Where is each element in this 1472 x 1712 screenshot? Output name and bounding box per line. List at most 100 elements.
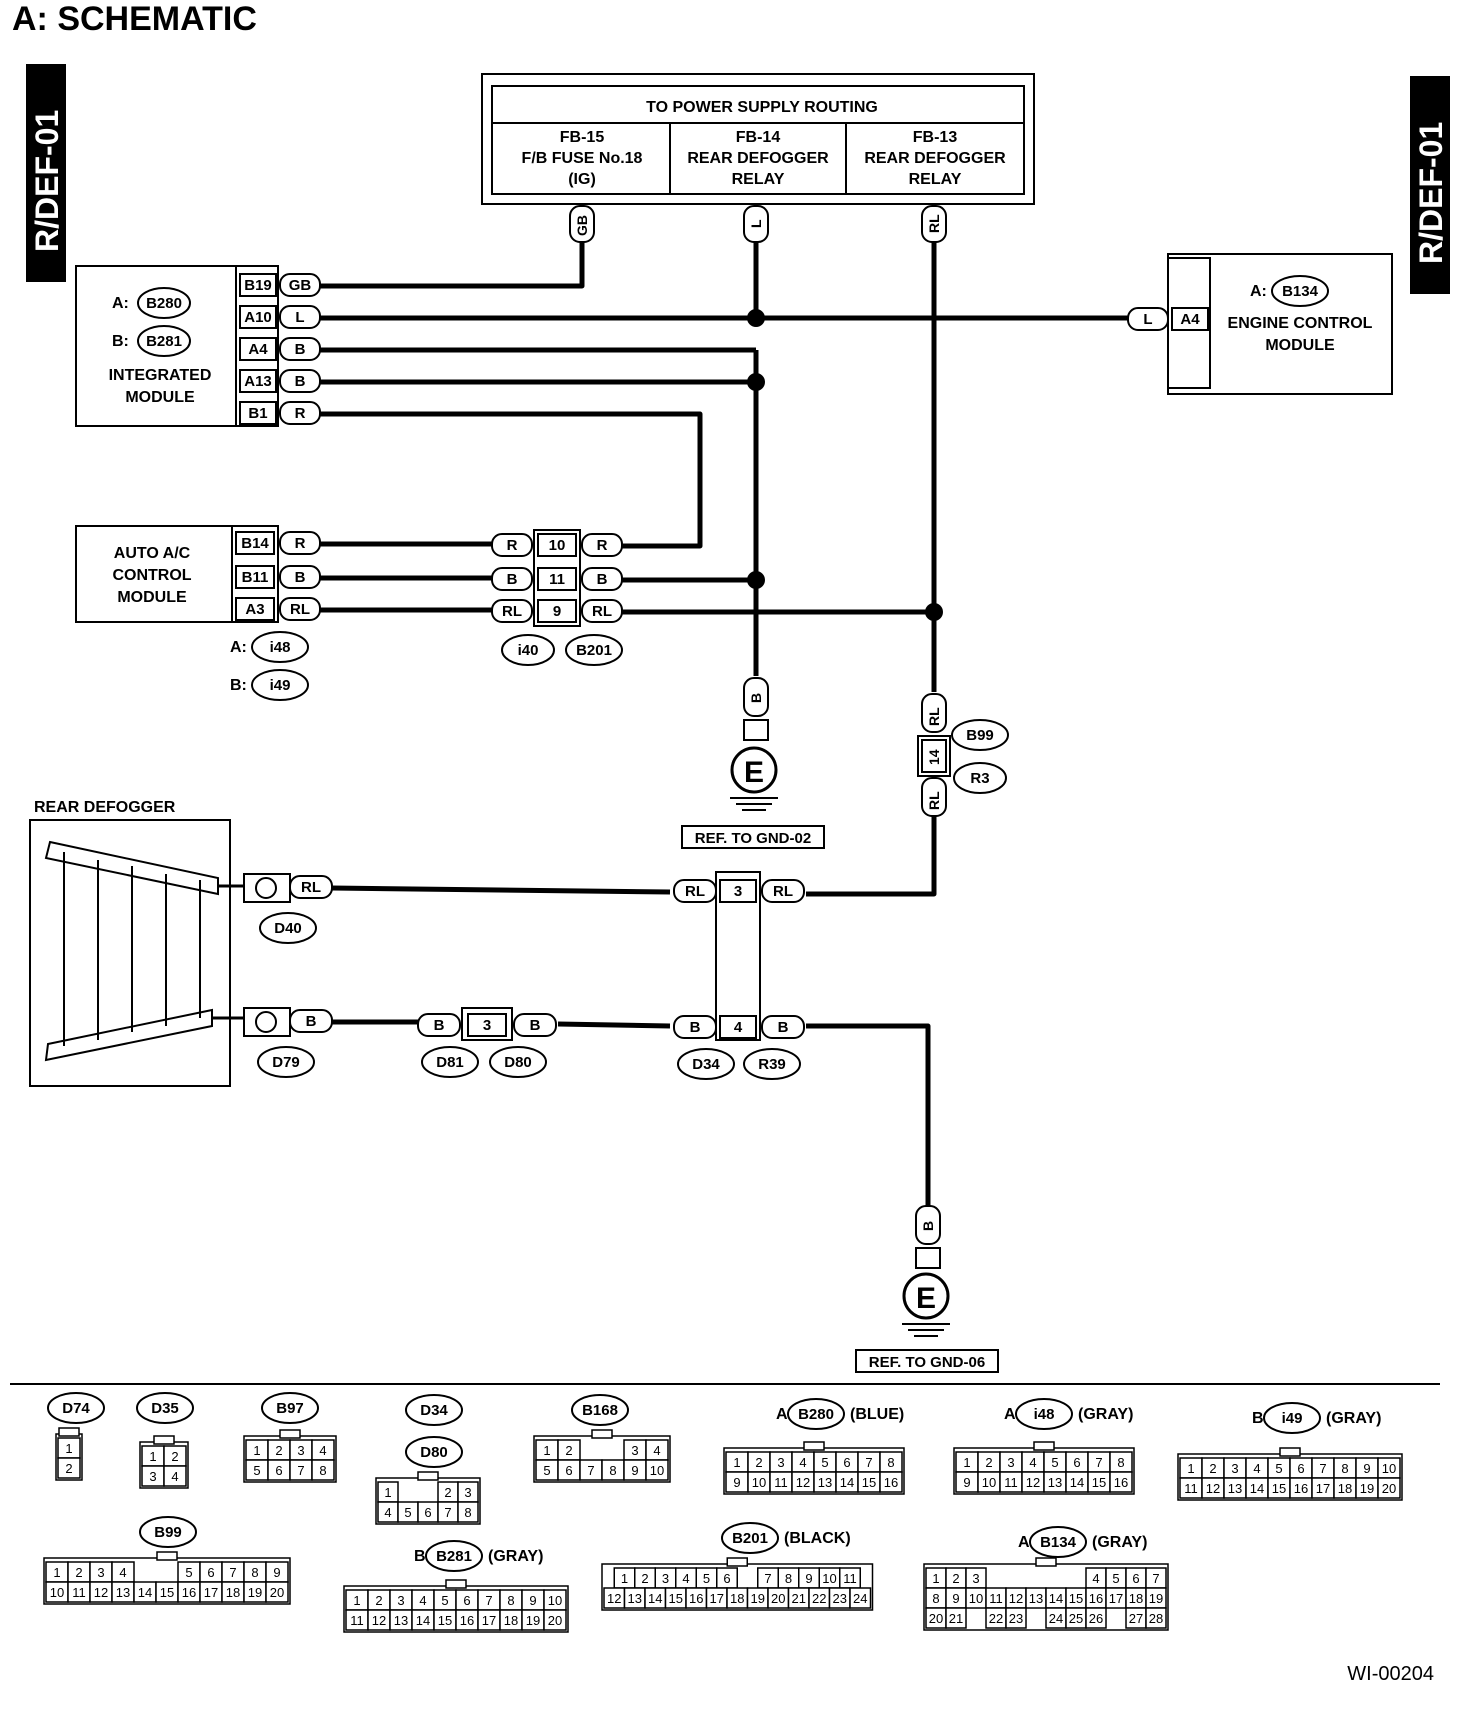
- im-name1: INTEGRATED: [109, 367, 212, 384]
- connector-pin-number: 4: [1253, 1461, 1260, 1476]
- fb14-line1: REAR DEFOGGER: [687, 150, 829, 167]
- connector-pin-number: 13: [116, 1585, 130, 1600]
- connector-pin-number: 3: [297, 1443, 304, 1458]
- connector-label-oval: [721, 1522, 779, 1554]
- fb15-code: FB-15: [560, 129, 605, 146]
- connector-pin-number: 9: [733, 1475, 740, 1490]
- d81-conn2: D80: [504, 1054, 532, 1071]
- connector-pin-number: 16: [1089, 1591, 1103, 1606]
- connector-pin-number: 5: [821, 1455, 828, 1470]
- connector-pin-number: 10: [969, 1591, 983, 1606]
- connector-label: i48: [1034, 1406, 1055, 1423]
- connector-label-oval: [425, 1540, 483, 1572]
- im-pin: A13: [244, 373, 272, 390]
- jn-right: R: [597, 537, 608, 554]
- im-wire: GB: [289, 277, 312, 294]
- connector-pin-number: 15: [862, 1475, 876, 1490]
- connector-pin-number: 16: [1114, 1475, 1128, 1490]
- connector-pin-number: 15: [1092, 1475, 1106, 1490]
- connector-pin-number: 4: [384, 1505, 391, 1520]
- connector-pin-number: 1: [733, 1455, 740, 1470]
- connector-pin-number: 8: [507, 1593, 514, 1608]
- connector-label: B280: [798, 1406, 834, 1423]
- connector-pin-number: 2: [755, 1455, 762, 1470]
- side-tag-left-text: R/DEF-01: [29, 110, 65, 252]
- connector-pin-cell: [1145, 1607, 1167, 1629]
- connector-pin-cell: [645, 1459, 669, 1481]
- connector-pin-number: 13: [628, 1591, 642, 1606]
- connector-pin-number: 14: [138, 1585, 152, 1600]
- figure-code: WI-00204: [1347, 1663, 1434, 1685]
- connector-pin-number: 18: [730, 1591, 744, 1606]
- connector-pin-number: 27: [1129, 1611, 1143, 1626]
- ac-wire: RL: [290, 601, 310, 618]
- side-tag-right: R/DEF-01: [1410, 76, 1450, 294]
- im-pin: B19: [244, 277, 272, 294]
- connector-label-oval: [1029, 1526, 1087, 1558]
- connector-pin-number: 5: [703, 1571, 710, 1586]
- connector-pin-number: 10: [822, 1571, 836, 1586]
- connector-pin-cell: [57, 1457, 81, 1479]
- connector-pin-number: 12: [607, 1591, 621, 1606]
- wire-tag-gb: GB: [574, 215, 590, 236]
- connector-pin-number: 5: [1275, 1461, 1282, 1476]
- connector-pin-cell: [945, 1607, 967, 1629]
- jn-left: RL: [502, 603, 522, 620]
- connector-pin-number: 11: [1004, 1475, 1018, 1490]
- connector-label: D35: [151, 1400, 179, 1417]
- rd-top-conn: D40: [274, 920, 302, 937]
- connector-pin-number: 7: [1095, 1455, 1102, 1470]
- connector-pin-number: 8: [251, 1565, 258, 1580]
- connector-pin-number: 8: [887, 1455, 894, 1470]
- connector-pin-number: 13: [818, 1475, 832, 1490]
- wire-tag-rl: RL: [926, 214, 942, 233]
- connector-pin-cell: [543, 1609, 567, 1631]
- connector-pin-number: 2: [952, 1571, 959, 1586]
- connector-pin-number: 3: [149, 1469, 156, 1484]
- connector-pin-number: 21: [949, 1611, 963, 1626]
- connector-pin-number: 13: [394, 1613, 408, 1628]
- connector-pin-number: 7: [865, 1455, 872, 1470]
- connector-pin-number: 7: [1152, 1571, 1159, 1586]
- connector-pin-number: 2: [75, 1565, 82, 1580]
- power-supply-header: TO POWER SUPPLY ROUTING: [646, 99, 878, 116]
- connector-pin-number: 5: [543, 1463, 550, 1478]
- connector-pin-number: 12: [796, 1475, 810, 1490]
- connector-pin-cell: [457, 1501, 479, 1523]
- connector-pin-number: 11: [774, 1475, 788, 1490]
- rd-bottom-conn: D79: [272, 1054, 300, 1071]
- junction-dots: [747, 309, 943, 621]
- connector-pin-number: 15: [1069, 1591, 1083, 1606]
- ac-conn-b-prefix: B:: [230, 677, 247, 694]
- connector-pin-number: 2: [565, 1443, 572, 1458]
- power-supply-box: TO POWER SUPPLY ROUTING FB-15 F/B FUSE N…: [481, 73, 1035, 205]
- jn-pin: 9: [553, 603, 561, 620]
- connector-label-oval: [136, 1392, 194, 1424]
- connector-pin-number: 7: [764, 1571, 771, 1586]
- fb15-line1: F/B FUSE No.18: [522, 150, 643, 167]
- connector-pin-number: 12: [372, 1613, 386, 1628]
- connector-label: B134: [1040, 1534, 1077, 1551]
- jn-left: B: [507, 571, 518, 588]
- connector-color: (GRAY): [1078, 1406, 1133, 1423]
- im-pins: B19 A10 A4 A13 B1: [239, 273, 277, 425]
- b99-conn2: R3: [970, 770, 989, 787]
- connector-pin-number: 21: [792, 1591, 806, 1606]
- connector-label: D80: [420, 1444, 448, 1461]
- connector-pin-number: 18: [504, 1613, 518, 1628]
- ac-pin: B14: [241, 535, 269, 552]
- connector-pin-number: 2: [275, 1443, 282, 1458]
- connector-pin-number: 6: [1073, 1455, 1080, 1470]
- connector-label-oval: [787, 1398, 845, 1430]
- d34-conn1: D34: [692, 1056, 720, 1073]
- power-wire-tags: GB L RL: [569, 205, 947, 243]
- connector-pin-number: 7: [229, 1565, 236, 1580]
